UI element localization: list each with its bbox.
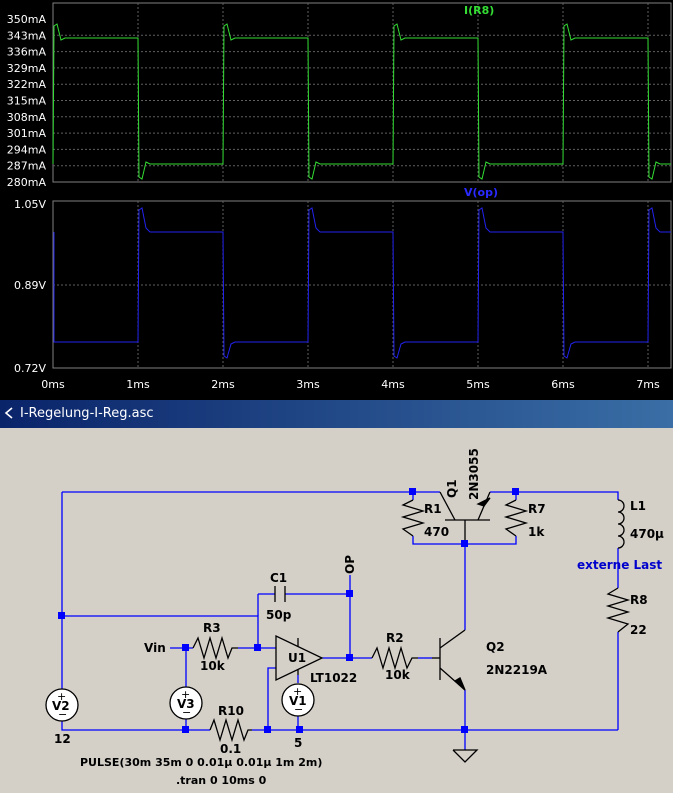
q1-label: Q1 [445,479,459,498]
r1-label: R1 [424,502,442,516]
v1-label: V1 [289,694,307,708]
lower-pane[interactable]: 1.05V 0.89V 0.72V V(op) [14,186,672,375]
r1-value: 470 [424,525,449,539]
r1-resistor [400,499,426,537]
ground-symbol [452,749,479,763]
component-labels: Q1 2N3055 R1 470 R7 1k L1 470µ externe L… [52,448,664,787]
l1-inductor [617,499,625,549]
q2-label: Q2 [486,640,505,654]
lower-y-tick: 1.05V [14,198,46,211]
svg-text:+: + [181,688,190,701]
lower-trace-v-op [53,207,671,359]
r2-value: 10k [385,668,411,682]
resistors [192,499,631,743]
u1-label: U1 [288,651,306,665]
upper-y-tick: 322mA [7,78,47,91]
r2-resistor [371,645,418,671]
upper-trace-i-r8 [52,23,671,180]
upper-trace-label[interactable]: I(R8) [464,4,494,17]
x-tick: 1ms [126,378,150,391]
r10-label: R10 [218,704,244,718]
r10-resistor [209,717,252,743]
upper-pane[interactable]: 350mA 343mA 336mA 329mA 322mA 315mA 308mA 301mA… [7,2,672,189]
v2-source: + − [45,688,79,722]
vin-net-label: Vin [144,641,166,655]
pulse-directive: PULSE(30m 35m 0 0.01µ 0.01µ 1m 2m) [80,756,322,769]
schematic-titlebar[interactable]: I-Regelung-I-Reg.asc [0,400,673,428]
x-tick: 0ms [41,378,65,391]
v2-label: V2 [52,699,70,713]
x-axis-ticks: 0ms 1ms 2ms 3ms 4ms 5ms 6ms 7ms [41,378,660,391]
externe-last-label: externe Last [577,558,662,572]
r8-label: R8 [630,593,648,607]
upper-y-tick: 329mA [7,62,47,75]
r8-value: 22 [630,623,647,637]
lower-grid [53,201,671,368]
upper-y-tick: 350mA [7,13,47,26]
l1-value: 470µ [630,527,664,541]
r2-label: R2 [386,631,404,645]
u1-model: LT1022 [310,671,357,685]
r3-resistor [192,635,238,661]
lower-trace-label[interactable]: V(op) [464,186,498,199]
lower-y-tick: 0.72V [14,362,46,375]
svg-text:−: − [182,706,191,719]
x-tick: 6ms [551,378,575,391]
junction-dots [58,488,519,733]
x-tick: 7ms [636,378,660,391]
upper-pane-frame [52,2,672,183]
upper-y-tick: 294mA [7,143,47,156]
tran-directive: .tran 0 10ms 0 [176,774,267,787]
upper-y-ticks: 350mA 343mA 336mA 329mA 322mA 315mA 308mA 301mA… [7,13,47,189]
upper-y-tick: 336mA [7,46,47,59]
r3-value: 10k [200,659,226,673]
svg-text:+: + [57,690,66,703]
v3-label: V3 [177,697,195,711]
l1-label: L1 [630,499,646,513]
q1-model: 2N3055 [467,448,481,500]
r7-value: 1k [528,525,545,539]
x-tick: 3ms [296,378,320,391]
svg-text:+: + [293,685,302,698]
v2-value: 12 [54,732,71,746]
waveform-plot[interactable]: 350mA 343mA 336mA 329mA 322mA 315mA 308mA 301mA… [0,0,673,400]
r10-value: 0.1 [220,742,241,756]
upper-y-tick: 280mA [7,176,47,189]
schematic-canvas[interactable]: + − + − + − [0,428,673,793]
waveform-icon [4,407,13,419]
r7-label: R7 [528,502,546,516]
r7-resistor [503,499,529,537]
svg-text:−: − [294,703,303,716]
svg-text:−: − [58,708,67,721]
upper-y-tick: 343mA [7,29,47,42]
q2-model: 2N2219A [486,663,548,677]
x-tick: 5ms [466,378,490,391]
v1-value: 5 [294,736,302,750]
window-title: I-Regelung-I-Reg.asc [20,406,154,421]
c1-value: 50p [266,608,292,622]
upper-y-tick: 301mA [7,127,47,140]
r8-resistor [605,587,631,633]
x-tick: 2ms [211,378,235,391]
upper-y-tick: 315mA [7,95,47,108]
upper-y-tick: 308mA [7,111,47,124]
q2-transistor [432,629,466,691]
c1-label: C1 [270,571,287,585]
u1-opamp [275,634,324,682]
op-net-label: OP [343,555,357,574]
lower-y-ticks: 1.05V 0.89V 0.72V [14,198,46,375]
v1-source: + − [281,683,315,717]
upper-y-tick: 287mA [7,160,47,173]
lower-y-tick: 0.89V [14,279,46,292]
v3-source: + − [169,686,203,720]
x-tick: 4ms [381,378,405,391]
r3-label: R3 [203,621,221,635]
